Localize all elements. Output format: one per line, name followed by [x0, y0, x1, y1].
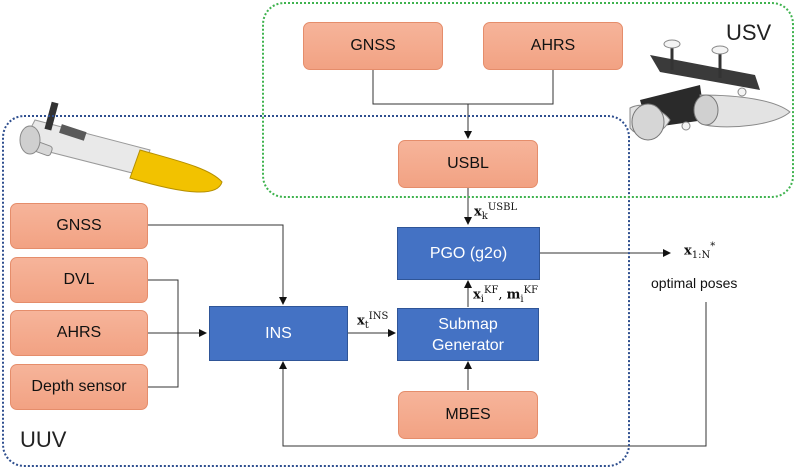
submap-generator-block: Submap Generator [397, 308, 539, 361]
edge-gnss-to-ins [148, 224, 287, 305]
mbes-block: MBES [398, 391, 538, 439]
usv-ahrs-block: AHRS [483, 22, 623, 70]
keyframe-map-superscript: KF [523, 285, 539, 296]
auv-vehicle-icon [19, 101, 223, 193]
keyframe-map-symbol: m [506, 287, 521, 303]
ins-pose-superscript: INS [368, 311, 389, 322]
submap-generator-line-1: Submap [438, 315, 498, 333]
usv-region [262, 2, 794, 198]
optimal-poses-symbol-label: x1:N* [684, 241, 715, 261]
uuv-gnss-block: GNSS [10, 203, 148, 249]
pgo-block: PGO (g2o) [397, 227, 540, 280]
keyframe-pose-superscript: KF [483, 285, 499, 296]
optimal-poses-subscript: 1:N [691, 249, 711, 261]
uuv-ahrs-block: AHRS [10, 310, 148, 356]
keyframe-separator: , [498, 287, 507, 303]
optimal-poses-caption: optimal poses [651, 275, 738, 291]
usbl-measurement-symbol: x [474, 204, 482, 220]
usbl-measurement-label: xkUSBL [474, 202, 517, 222]
usbl-block: USBL [398, 140, 538, 188]
depth-sensor-block: Depth sensor [10, 364, 148, 410]
usbl-measurement-superscript: USBL [487, 202, 518, 213]
uuv-region [2, 115, 630, 467]
ins-block: INS [209, 306, 348, 361]
optimal-poses-symbol: x [684, 243, 692, 259]
edge-feedback-to-ins [279, 302, 707, 447]
surface-catamaran-icon [629, 39, 791, 141]
keyframe-label: xiKF, miKF [473, 285, 538, 305]
dvl-block: DVL [10, 257, 148, 303]
edge-usv-ahrs-to-usbl [464, 70, 554, 139]
ins-pose-subscript: t [364, 319, 369, 331]
usv-region-label: USV [726, 20, 772, 45]
usv-gnss-block: GNSS [303, 22, 443, 70]
keyframe-pose-subscript: i [480, 293, 484, 305]
keyframe-pose-symbol: x [473, 287, 481, 303]
keyframe-map-subscript: i [520, 293, 524, 305]
edge-usv-gnss-to-usbl [372, 70, 468, 105]
submap-generator-line-2: Generator [431, 336, 505, 354]
ins-pose-symbol: x [357, 313, 365, 329]
usbl-measurement-subscript: k [481, 210, 488, 222]
optimal-poses-superscript: * [710, 241, 716, 252]
ins-pose-label: xtINS [357, 311, 388, 331]
uuv-region-label: UUV [20, 427, 67, 452]
